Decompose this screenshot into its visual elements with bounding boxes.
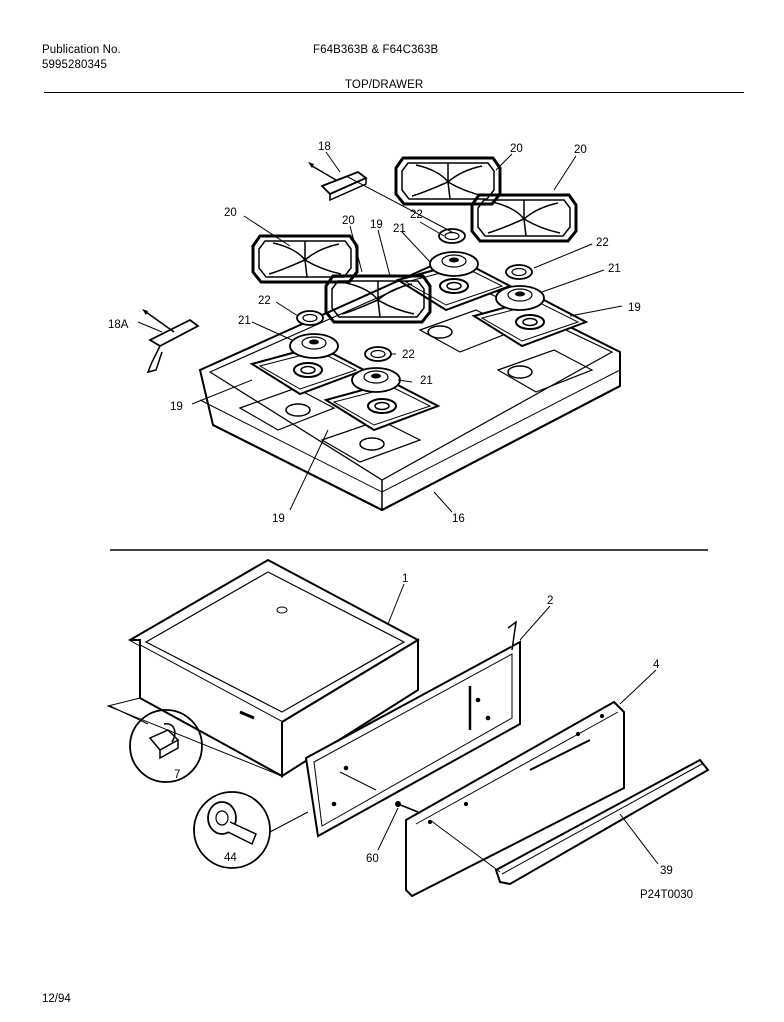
drawer-panel-4 (405, 700, 625, 898)
callout-22: 22 (258, 295, 271, 307)
callout-18a: 18A (108, 319, 129, 331)
drawer-handle (429, 758, 710, 886)
callout-39: 39 (660, 865, 673, 877)
bracket-18a (142, 309, 200, 374)
callout-44: 44 (224, 852, 237, 864)
callout-21: 21 (238, 315, 251, 327)
burner-ring-rear-left (438, 228, 466, 244)
detail-circle-7 (109, 705, 203, 783)
burner-ring-front-right (364, 346, 392, 362)
publication-label: Publication No. (42, 44, 121, 56)
header-rule (44, 92, 744, 93)
callout-22: 22 (410, 209, 423, 221)
burner-head-front-left (289, 333, 339, 359)
callout-19: 19 (272, 513, 285, 525)
screw-60 (395, 801, 419, 813)
section-title: TOP/DRAWER (345, 79, 424, 91)
callout-20: 20 (342, 215, 355, 227)
burner-head-rear-left (429, 251, 479, 277)
callout-22: 22 (402, 349, 415, 361)
model-numbers: F64B363B & F64C363B (313, 44, 439, 56)
burner-head-rear-right (495, 285, 545, 311)
callout-20: 20 (510, 143, 523, 155)
callout-2: 2 (547, 595, 553, 607)
leader-lines-bottom (377, 583, 659, 865)
burner-ring-front-left (296, 310, 324, 326)
drawing-code: P24T0030 (640, 889, 693, 901)
burner-ring-rear-right (505, 264, 533, 280)
bracket-18 (308, 162, 368, 202)
grate-right-1 (394, 156, 502, 206)
drawer-body (106, 558, 421, 778)
callout-22: 22 (596, 237, 609, 249)
callout-21: 21 (393, 223, 406, 235)
callout-20: 20 (224, 207, 237, 219)
drawer-front-panel (304, 620, 521, 838)
callout-4: 4 (653, 659, 660, 671)
grate-right-2 (470, 193, 578, 243)
callout-20: 20 (574, 144, 587, 156)
burner-head-front-right (351, 367, 401, 393)
leader-lines-top (137, 151, 623, 513)
callout-18: 18 (318, 141, 331, 153)
callout-21: 21 (420, 375, 433, 387)
callout-7: 7 (174, 769, 180, 781)
callout-16: 16 (452, 513, 465, 525)
callout-60: 60 (366, 853, 379, 865)
detail-circle-44 (193, 791, 309, 869)
callout-21: 21 (608, 263, 621, 275)
publication-number: 5995280345 (42, 59, 107, 71)
footer-date: 12/94 (42, 993, 71, 1005)
callout-19: 19 (170, 401, 183, 413)
callout-19: 19 (370, 219, 383, 231)
callout-1: 1 (402, 573, 408, 585)
callout-19: 19 (628, 302, 641, 314)
